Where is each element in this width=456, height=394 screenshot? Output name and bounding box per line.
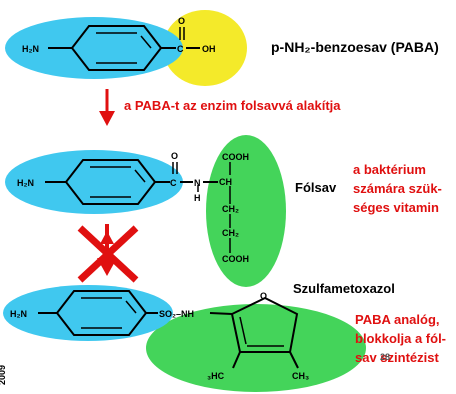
- folsav-note-line-3: séges vitamin: [353, 200, 439, 215]
- folsav-ch-label: CH: [219, 177, 232, 187]
- page-number: 28: [380, 352, 391, 362]
- isoxazole-ring: [230, 296, 299, 353]
- blocked-arrow: [77, 224, 139, 283]
- paba-name-label: p-NH₂-benzoesav (PABA): [271, 39, 439, 55]
- sulfa-note-line-1: PABA analóg,: [355, 312, 440, 327]
- paba-hydroxyl-label: OH: [202, 44, 216, 54]
- paba-cyan-ellipse: [5, 17, 183, 79]
- folsav-name-label: Fólsav: [295, 180, 337, 195]
- folsav-ch2-b-label: CH₂: [222, 228, 239, 238]
- folsav-cyan-ellipse: [5, 150, 183, 214]
- sulfa-molecule: H₂N SO₂–NH O ₃HC CH₃: [3, 285, 366, 392]
- paba-molecule: H₂N C O OH: [5, 10, 247, 86]
- folsav-nitrogen-label: N: [194, 178, 201, 188]
- sulfa-methyl-left-label: ₃HC: [207, 371, 225, 381]
- paba-carboxyl-c-label: C: [177, 44, 184, 54]
- sulfa-methyl-right-label: CH₃: [292, 371, 309, 381]
- paba-amine-label: H₂N: [22, 44, 39, 54]
- sulfa-note-line-2: blokkolja a fól-: [355, 331, 447, 346]
- folsav-hydrogen-label: H: [194, 193, 201, 203]
- folsav-note-line-2: számára szük-: [353, 181, 442, 196]
- folsav-cooh-bottom-label: COOH: [222, 254, 249, 264]
- arrow-caption-label: a PABA-t az enzim folsavvá alakítja: [124, 98, 341, 113]
- folsav-molecule: H₂N C O N H COOH CH CH₂ CH₂ COOH: [5, 135, 286, 287]
- sulfa-cyan-ellipse: [3, 285, 173, 341]
- sulfa-green-ellipse: [146, 304, 366, 392]
- sulfa-amine-label: H₂N: [10, 309, 27, 319]
- folsav-green-ellipse: [206, 135, 286, 287]
- folsav-ch2-a-label: CH₂: [222, 204, 239, 214]
- folsav-oxo-label: O: [171, 151, 178, 161]
- folsav-note-line-1: a baktérium: [353, 162, 426, 177]
- sulfa-note-line-3: sav szintézist: [355, 350, 439, 365]
- side-text: 2009: [0, 364, 8, 386]
- sulfa-name-label: Szulfametoxazol: [293, 281, 395, 296]
- sulfa-sulfonyl-label: SO₂–NH: [159, 309, 194, 319]
- sulfa-ring-o-label: O: [260, 291, 267, 301]
- folsav-amine-label: H₂N: [17, 178, 34, 188]
- conversion-arrow: [99, 89, 115, 126]
- folsav-cooh-top-label: COOH: [222, 152, 249, 162]
- paba-oxo-label: O: [178, 16, 185, 26]
- folsav-amide-c-label: C: [170, 178, 177, 188]
- block-x-mark-2: [77, 225, 139, 283]
